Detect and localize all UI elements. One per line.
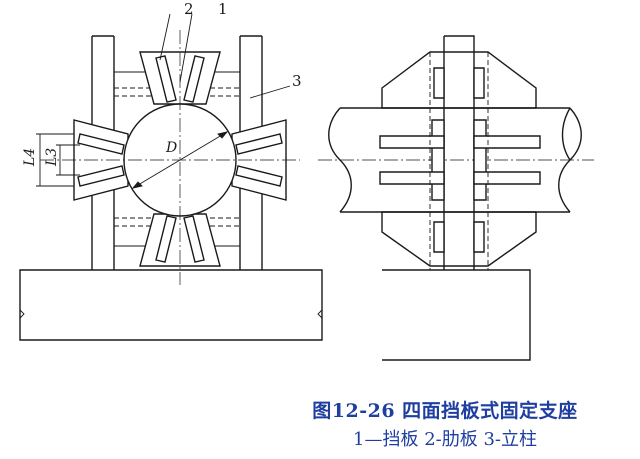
left-base-break-right [317, 309, 323, 319]
diameter-arrows [131, 131, 229, 189]
right-stop-plate-lower [235, 165, 283, 187]
figure-legend: 1—挡板 2-肋板 3-立柱 [353, 429, 537, 450]
left-view: 2 1 3 D L4 L3 [19, 0, 323, 341]
side-bottom-rib [381, 211, 537, 267]
side-top-stop-plates [433, 67, 485, 99]
right-base [382, 269, 531, 361]
dim-l3-line [56, 144, 80, 176]
figure-title: 图12-26 四面挡板式固定支座 [312, 400, 578, 422]
bottom-stop-plate-right [183, 215, 205, 263]
leader-1 [179, 13, 193, 83]
right-stop-plate-upper [235, 133, 283, 155]
dim-l4-label: L4 [22, 148, 38, 167]
bottom-stop-plate-left [155, 215, 177, 263]
left-stop-plate-upper [77, 133, 125, 155]
leader-2 [159, 13, 171, 61]
callout-2: 2 [184, 0, 194, 18]
side-bottom-stop-plates [433, 221, 485, 253]
right-view [318, 35, 594, 361]
callout-1: 1 [218, 0, 228, 18]
side-hidden-lines [429, 52, 489, 270]
side-column [443, 35, 475, 270]
side-upper-stops [379, 135, 541, 149]
dim-d-label: D [165, 140, 177, 156]
side-lower-stops [379, 171, 541, 185]
left-center-lines [40, 30, 300, 285]
leader-3 [249, 85, 291, 99]
top-stop-plate-left [155, 55, 177, 103]
dim-l4-line [36, 133, 74, 187]
dim-l3-label: L3 [44, 148, 60, 167]
top-stop-plate-right [183, 55, 205, 103]
left-stop-plate-lower [77, 165, 125, 187]
left-base [19, 269, 323, 341]
callout-3: 3 [292, 72, 302, 90]
side-top-rib [381, 51, 537, 109]
figure-caption: 图12-26 四面挡板式固定支座 1—挡板 2-肋板 3-立柱 [250, 396, 640, 451]
left-base-break-left [19, 309, 25, 319]
diameter-line [132, 131, 228, 189]
